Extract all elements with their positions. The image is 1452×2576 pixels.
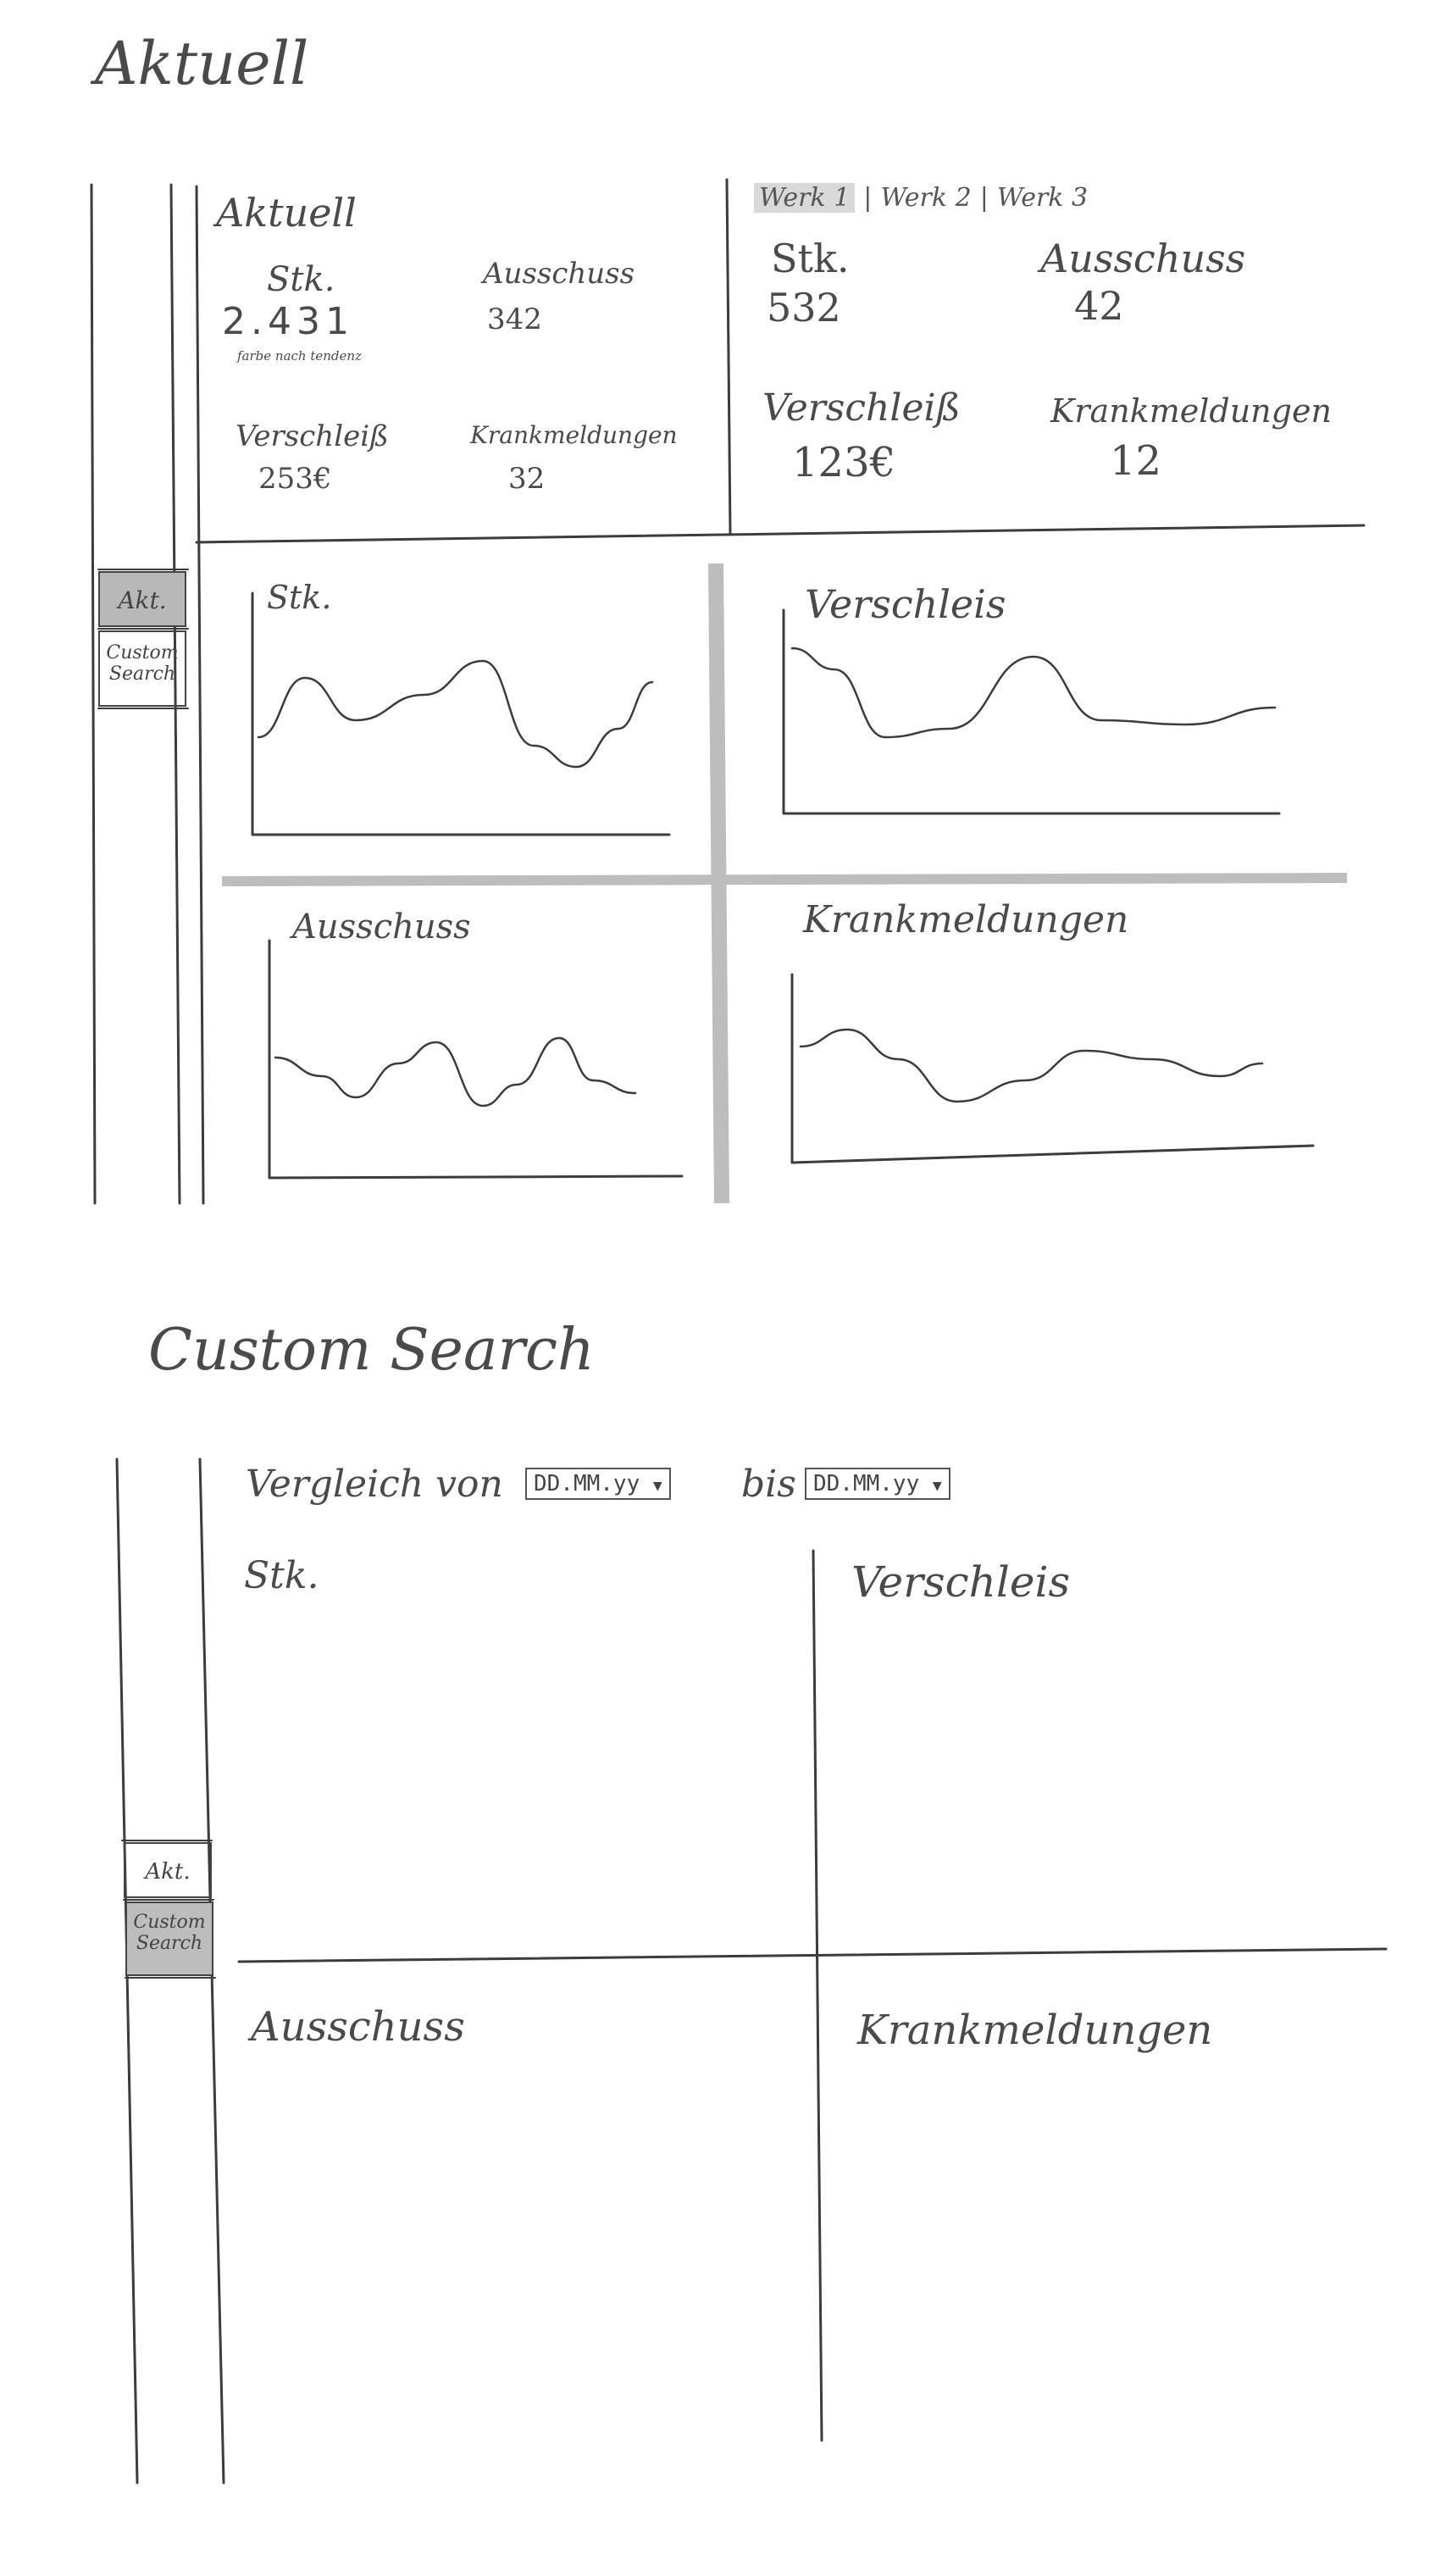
chart-axis [251,591,671,836]
chart-title-scrap: Ausschuss [292,908,471,947]
sidebar-tab-current[interactable]: Akt. [98,571,186,627]
overview-units-value: 2.431 [222,300,354,343]
plant-sick-label: Krankmeldungen [1050,392,1332,430]
compare-label: Vergleich von [246,1463,503,1506]
overview-wear-label: Verschleiß [236,419,389,453]
frame-line [195,185,205,1205]
date-from-value: DD.MM.yy [534,1471,640,1496]
chart-axis [782,608,1281,815]
overview-scrap-value: 342 [487,303,542,336]
chart-line-wear [790,647,1277,739]
date-to-dropdown[interactable]: DD.MM.yy ▼ [805,1468,950,1500]
sidebar-tab-custom-2[interactable]: Custom Search [125,1901,213,1976]
chart-axis [790,973,1315,1164]
chart-line-units [257,659,654,769]
date-to-value: DD.MM.yy [813,1471,920,1496]
chart-line-sick [799,1028,1264,1103]
overview-sick-label: Krankmeldungen [470,421,678,449]
overview-title: Aktuell [216,190,357,236]
frame-line [90,183,97,1205]
tab-plant-2[interactable]: Werk 2 [880,183,972,213]
plant-tabs: Werk 1 | Werk 2 | Werk 3 [754,183,1088,213]
sidebar-tab-current-2[interactable]: Akt. [124,1842,212,1898]
plant-scrap-label: Ausschuss [1040,236,1246,281]
plant-sick-value: 12 [1110,437,1162,485]
to-label: bis [741,1463,796,1506]
plant-wear-value: 123€ [792,439,896,486]
tab-plant-1[interactable]: Werk 1 [754,183,856,213]
tab-plant-3[interactable]: Werk 3 [996,183,1089,213]
plant-scrap-value: 42 [1074,283,1124,329]
panel-title-units: Stk. [244,1554,319,1597]
caret-down-icon: ▼ [652,1477,662,1495]
frame-line [221,873,1348,886]
frame-line [169,183,181,1205]
chart-title-sick: Krankmeldungen [803,898,1129,941]
overview-units-label: Stk. [267,260,335,299]
section-title-custom: Custom Search [148,1317,595,1384]
panel-title-wear: Verschleis [851,1557,1071,1607]
plant-units-value: 532 [767,285,841,330]
frame-line [725,178,732,536]
chart-line-scrap [274,1036,637,1108]
plant-units-label: Stk. [771,236,850,281]
overview-scrap-label: Ausschuss [483,257,635,291]
chart-title-units: Stk. [267,579,332,616]
plant-wear-label: Verschleiß [762,386,961,430]
chart-axis [268,939,684,1180]
frame-line [237,1947,1388,1963]
overview-units-note: farbe nach tendenz [237,348,362,364]
section-title-current: Aktuell [95,29,309,98]
frame-line [812,1549,823,2442]
overview-sick-value: 32 [508,462,546,496]
panel-title-sick: Krankmeldungen [857,2007,1213,2054]
overview-wear-value: 253€ [258,462,332,496]
sidebar-tab-custom[interactable]: Custom Search [98,630,186,707]
frame-line [195,524,1366,544]
panel-title-scrap: Ausschuss [251,2003,465,2051]
caret-down-icon: ▼ [932,1477,942,1495]
chart-title-wear: Verschleis [805,581,1006,627]
date-from-dropdown[interactable]: DD.MM.yy ▼ [525,1468,671,1500]
